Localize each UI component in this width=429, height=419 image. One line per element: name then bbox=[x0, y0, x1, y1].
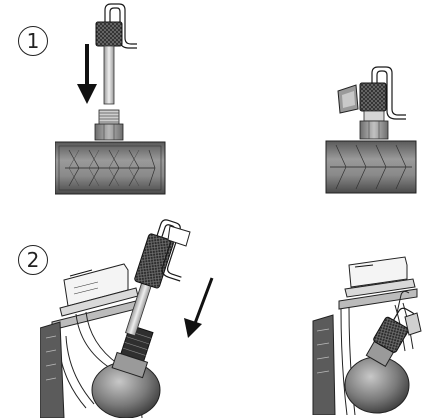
valve-tool-wire bbox=[104, 3, 137, 49]
knurled-nut bbox=[359, 82, 387, 112]
step-1-after-illustration bbox=[325, 66, 417, 194]
unit-housing bbox=[338, 256, 418, 310]
valve-core-tool bbox=[125, 219, 182, 337]
step-2-after-illustration bbox=[312, 256, 422, 415]
threaded-fitting bbox=[94, 109, 124, 141]
service-valve-body bbox=[344, 356, 410, 414]
step-1-badge: 1 bbox=[18, 26, 48, 56]
frame-side bbox=[40, 321, 65, 418]
step-1-before-illustration bbox=[55, 3, 166, 195]
valve-core-tool bbox=[365, 307, 416, 368]
step-2-badge: 2 bbox=[18, 245, 48, 275]
pipe-body bbox=[325, 140, 417, 194]
pipe-body bbox=[55, 141, 166, 195]
step-2-before-illustration bbox=[40, 219, 214, 418]
frame-side bbox=[312, 314, 336, 415]
knurled-nut bbox=[95, 21, 123, 47]
valve-tool-wire bbox=[371, 66, 406, 120]
arrow-down-icon bbox=[77, 44, 97, 104]
hex-fitting bbox=[359, 120, 389, 140]
valve-stem bbox=[103, 45, 115, 105]
hex-fitting bbox=[111, 324, 154, 379]
arrow-down-icon bbox=[184, 277, 214, 338]
unit-housing bbox=[51, 263, 141, 331]
dust-cap bbox=[404, 312, 422, 336]
